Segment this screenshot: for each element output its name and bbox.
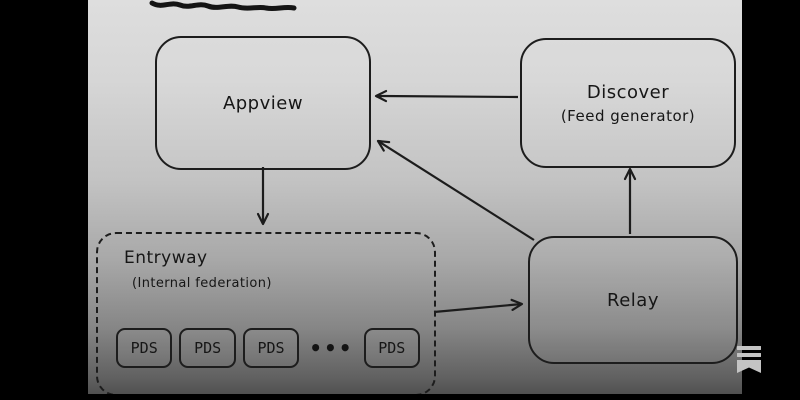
letterbox-bottom bbox=[0, 394, 800, 400]
arrow-relay-to-appview bbox=[376, 139, 535, 241]
letterbox-right bbox=[742, 0, 800, 400]
pds-box-2: PDS bbox=[179, 328, 236, 368]
pds-row: PDS PDS PDS ••• PDS bbox=[116, 328, 420, 368]
pds-box-4: PDS bbox=[363, 328, 420, 368]
arrow-entryway-to-relay bbox=[433, 298, 524, 314]
discover-label-line2: (Feed generator) bbox=[560, 106, 696, 125]
node-appview: Appview bbox=[155, 36, 371, 170]
entryway-subtitle: (Internal federation) bbox=[132, 276, 272, 291]
substack-logo-bar-1 bbox=[737, 346, 761, 350]
node-relay: Relay bbox=[528, 236, 738, 364]
substack-logo bbox=[737, 346, 761, 373]
appview-label: Appview bbox=[222, 92, 304, 114]
pds-box-3: PDS bbox=[242, 328, 300, 368]
substack-logo-bar-2 bbox=[737, 353, 761, 357]
node-discover: Discover (Feed generator) bbox=[520, 38, 736, 168]
entryway-title: Entryway bbox=[124, 248, 208, 268]
node-entryway: Entryway (Internal federation) PDS PDS P… bbox=[96, 232, 436, 396]
pds-box-1: PDS bbox=[116, 328, 173, 368]
letterbox-left bbox=[0, 0, 88, 400]
relay-label: Relay bbox=[607, 289, 659, 311]
arrow-discover-to-appview bbox=[374, 89, 519, 103]
discover-label-line1: Discover bbox=[586, 81, 670, 103]
pds-ellipsis: ••• bbox=[309, 336, 354, 360]
substack-logo-flag bbox=[737, 360, 761, 373]
